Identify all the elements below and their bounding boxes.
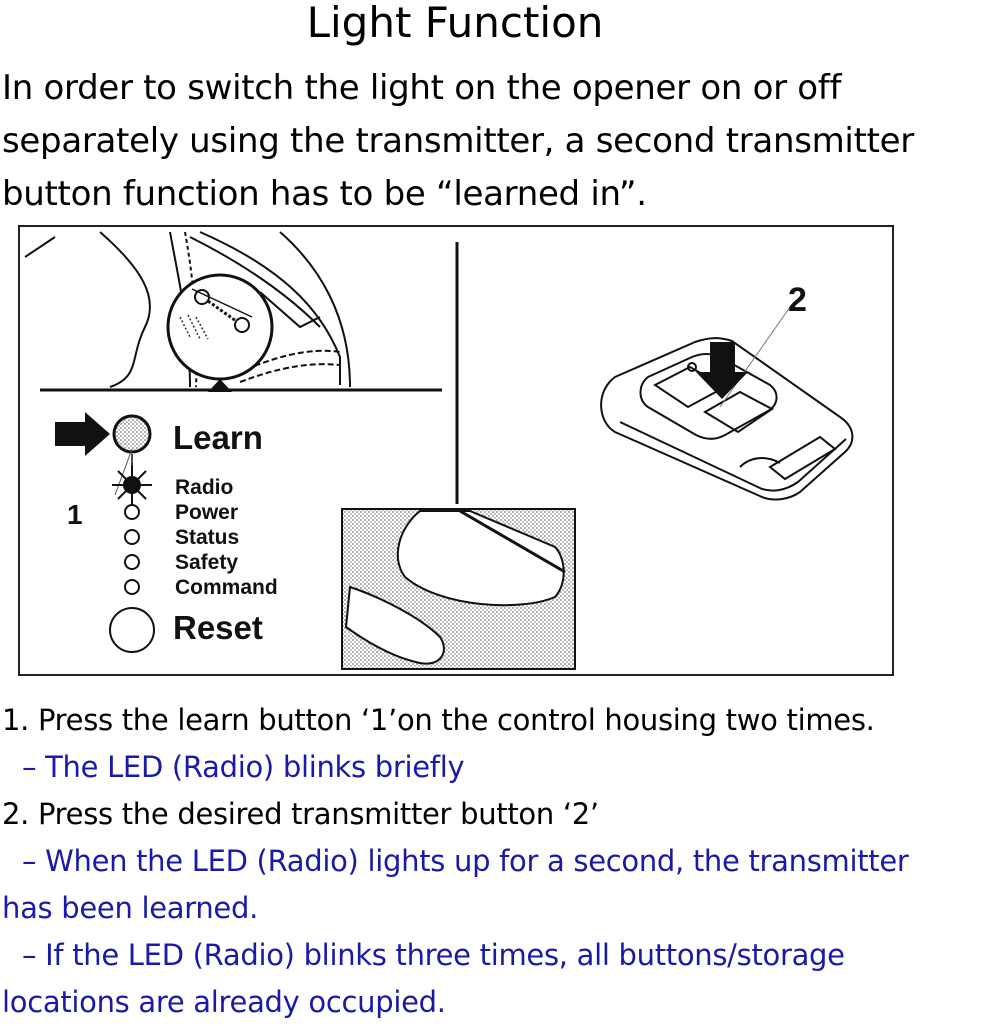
finger-press-inset [341,508,576,670]
led-label-radio: Radio [175,476,234,499]
step-2-note-1: – When the LED (Radio) lights up for a s… [22,844,909,878]
magnifier-detail [166,273,274,392]
led-label-power: Power [175,501,239,524]
step-2-note-1-cont: has been learned. [2,891,258,925]
reset-label: Reset [173,609,263,646]
power-led-icon [124,504,140,520]
step-1-note: – The LED (Radio) blinks briefly [22,750,465,784]
command-led-icon [124,579,140,595]
safety-led-icon [124,554,140,570]
reset-button-icon [109,607,155,653]
intro-line: button function has to be “learned in”. [2,174,647,214]
intro-line: separately using the transmitter, a seco… [2,121,914,161]
status-led-icon [124,529,140,545]
illustration-drawing [24,231,854,670]
arrow-down-icon [696,342,748,399]
led-label-safety: Safety [175,551,239,574]
learn-label: Learn [173,419,263,456]
led-label-status: Status [175,526,240,549]
radio-led-lit-icon [112,465,152,505]
led-labels: Radio Power Status Safety Command [175,475,278,600]
step-2: 2. Press the desired transmitter button … [2,797,599,831]
step-2-note-2-cont: locations are already occupied. [2,985,446,1019]
intro-line: In order to switch the light on the open… [2,68,842,108]
callout-1: 1 [67,499,83,530]
transmitter-diagram [600,306,854,501]
led-label-command: Command [175,576,278,599]
step-2-note-2: – If the LED (Radio) blinks three times,… [22,938,845,972]
instruction-figure: Learn 1 Radio Power Status Safety Comman… [18,225,894,676]
control-panel-diagram [55,412,155,653]
arrow-right-icon [55,412,110,456]
intro-paragraph: In order to switch the light on the open… [2,62,1002,221]
page-title: Light Function [306,0,604,47]
callout-2: 2 [788,281,807,319]
step-1: 1. Press the learn button ‘1’on the cont… [2,703,875,737]
instruction-steps: 1. Press the learn button ‘1’on the cont… [2,697,1006,1026]
learn-button-icon [112,414,152,454]
